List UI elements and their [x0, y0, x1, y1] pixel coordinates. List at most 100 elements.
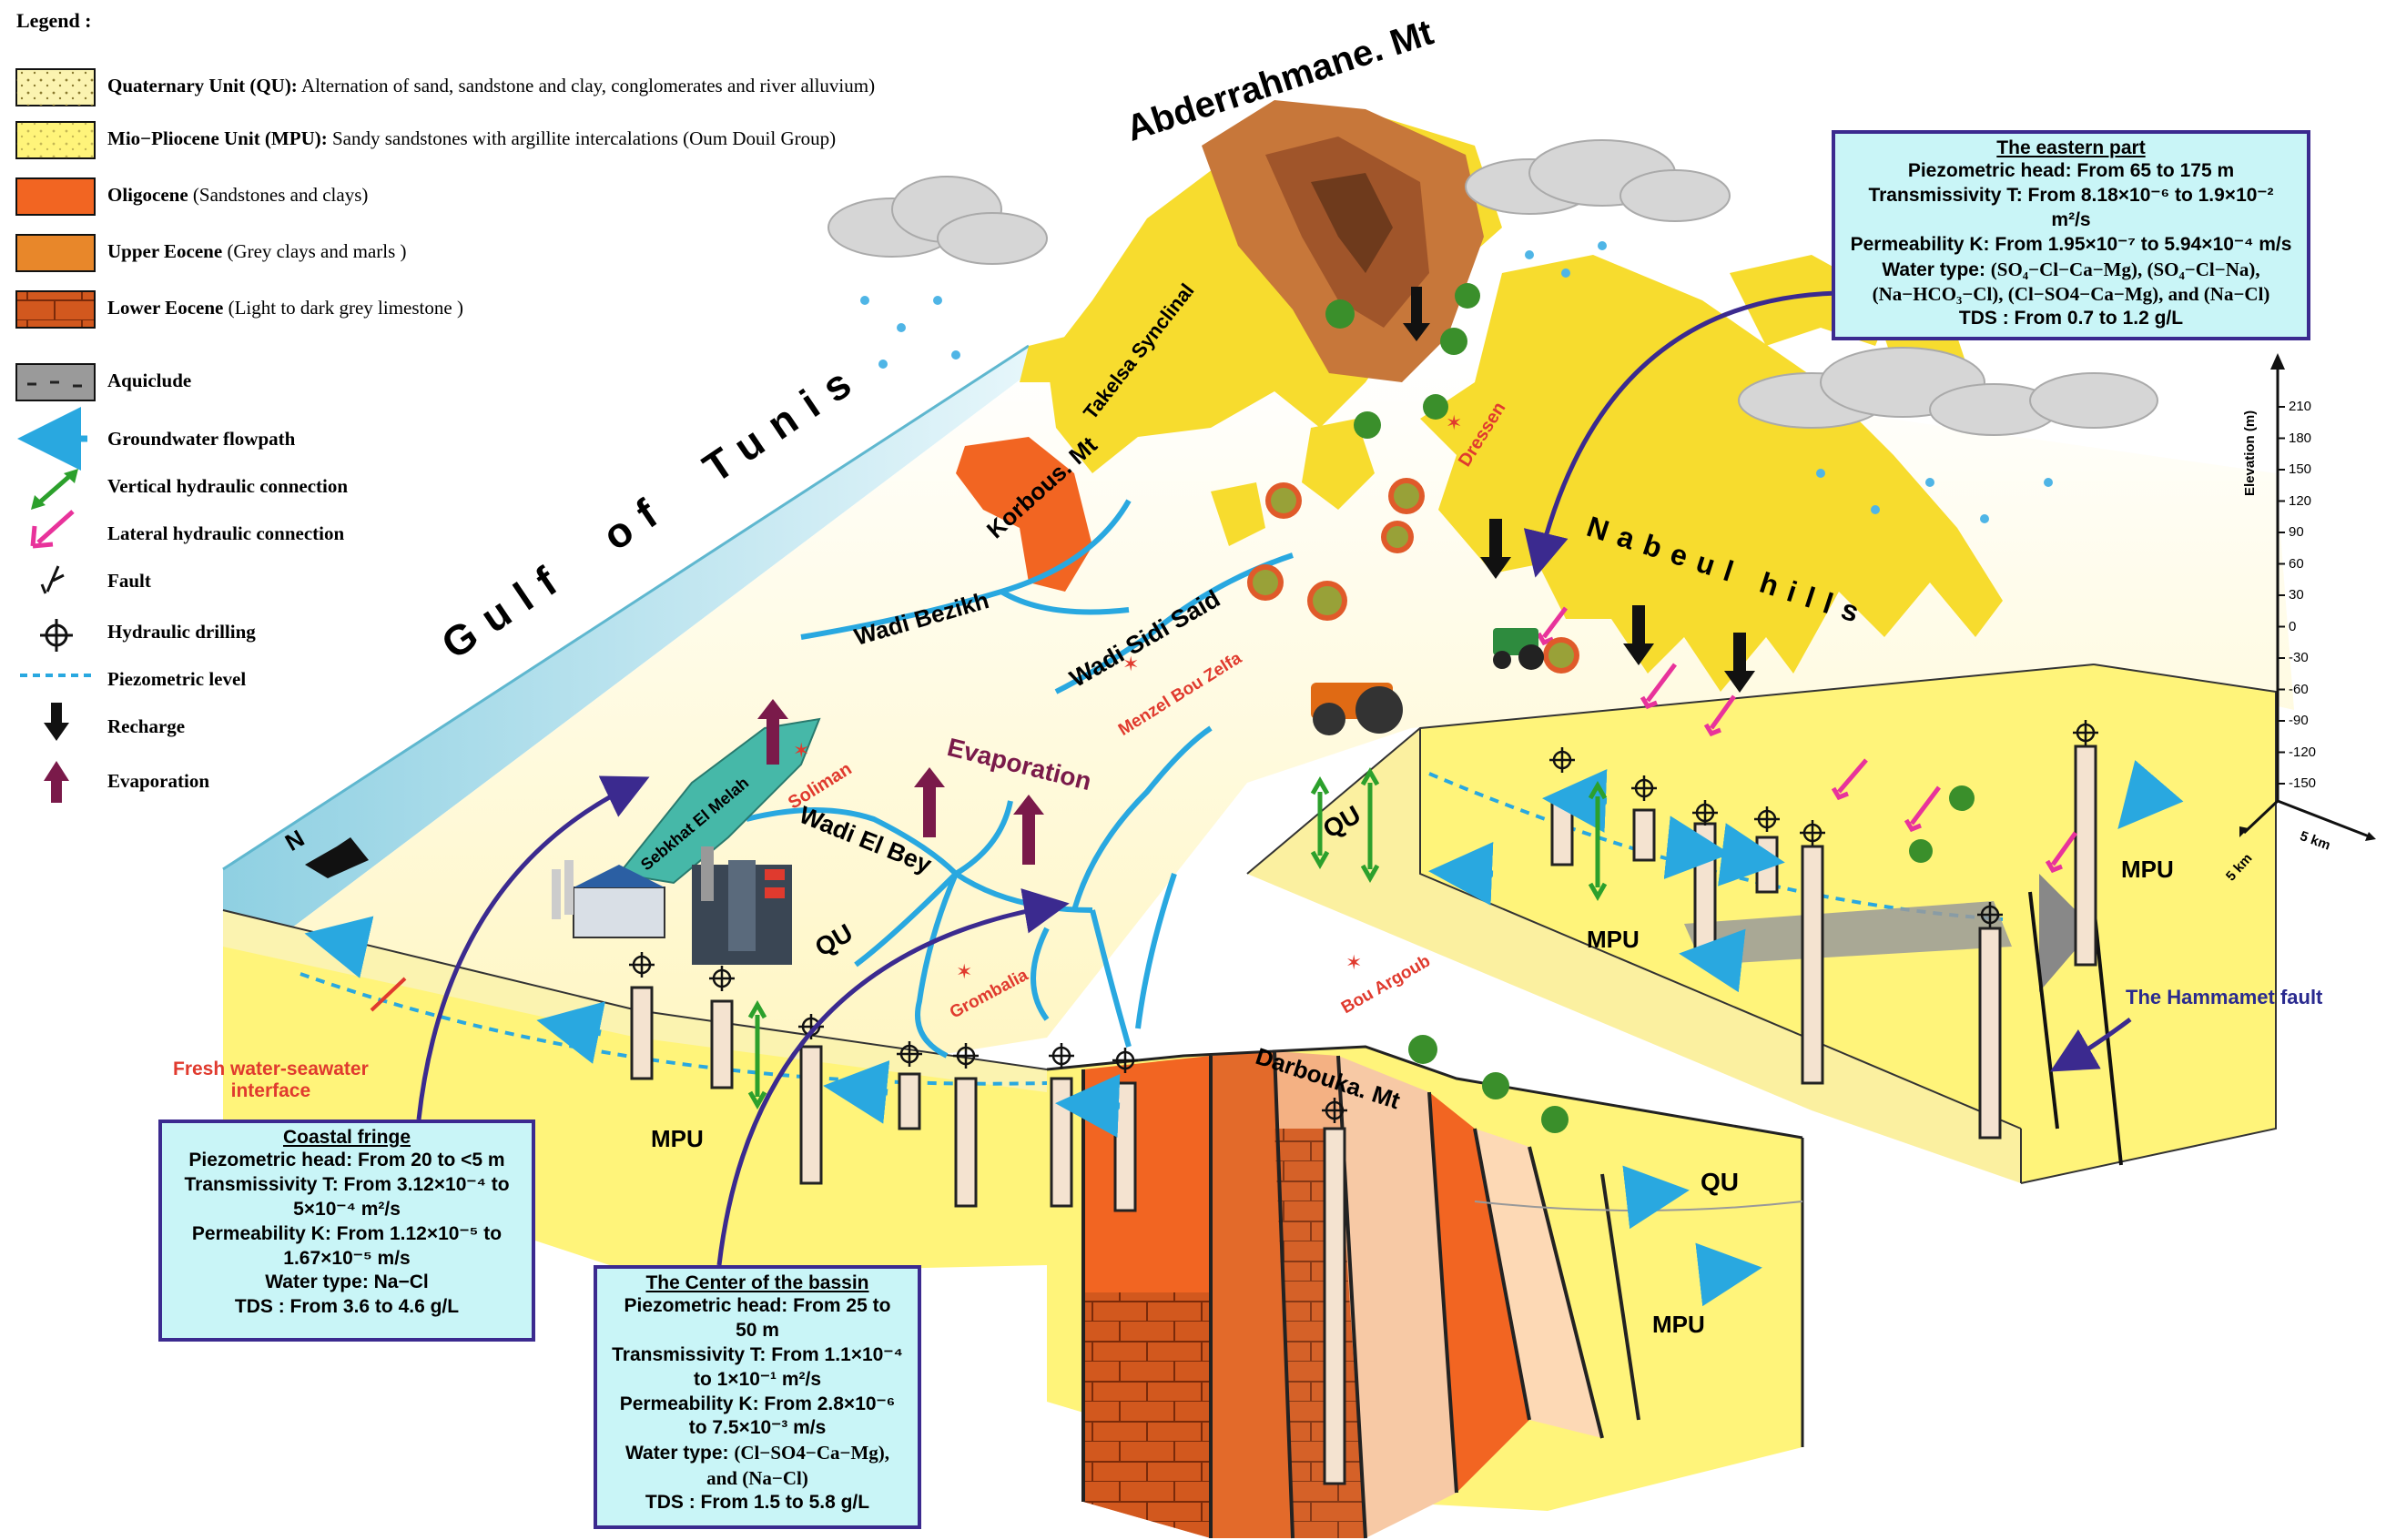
tractor-icon [1311, 683, 1403, 735]
eastern-transmissivity: Transmissivity T: From 8.18×10⁻⁶ to 1.9×… [1868, 184, 2274, 206]
eastern-transmissivity-unit: m²/s [2051, 208, 2091, 230]
elevation-tick-label: 90 [2289, 524, 2304, 540]
eastern-water-type: Water type: (SO₄−Cl−Ca−Mg), (SO₄−Cl−Na), [1841, 258, 2301, 283]
tractor-small-icon [1493, 628, 1544, 670]
coastal-transmissivity-cont: 5×10⁻⁴ m²/s [293, 1198, 401, 1220]
legend-swatches [15, 68, 96, 803]
elevation-tick-label: 120 [2289, 492, 2312, 509]
legend-evaporation-icon [44, 761, 69, 803]
hammamet-fault-label: The Hammamet fault [2126, 986, 2323, 1008]
legend-item-label: Aquiclude [107, 369, 192, 391]
svg-text:✶: ✶ [793, 739, 809, 762]
eastern-box-title: The eastern part [1996, 137, 2146, 158]
north-arrow-icon [305, 837, 369, 878]
legend-symbol-slot [16, 661, 95, 697]
trees [1247, 283, 1975, 1133]
legend-item-label: Lower Eocene (Light to dark grey limesto… [107, 296, 463, 319]
legend-item-label: Vertical hydraulic connection [107, 474, 349, 497]
center-tds: TDS : From 1.5 to 5.8 g/L [645, 1492, 870, 1513]
legend-item: Fault [16, 561, 151, 601]
legend-item: Groundwater flowpath [16, 419, 295, 459]
elevation-tick-label: -30 [2289, 650, 2309, 665]
legend-symbol-slot [16, 420, 95, 457]
legend-lateral-connection-icon [36, 510, 75, 544]
mpu-label-1: MPU [651, 1125, 704, 1152]
legend-symbol-slot [16, 233, 95, 269]
legend-vertical-connection-icon [35, 471, 75, 507]
center-transmissivity-cont: to 1×10⁻¹ m²/s [693, 1368, 822, 1390]
legend-swatch-oligocene [15, 177, 96, 216]
legend-symbol-slot [16, 289, 95, 326]
legend-item: Evaporation [16, 761, 209, 801]
legend-item: Recharge [16, 706, 185, 746]
legend-item-label: Lateral hydraulic connection [107, 522, 345, 544]
legend-item-label: Hydraulic drilling [107, 620, 256, 643]
elevation-tick-label: -60 [2289, 681, 2309, 697]
legend-item: Aquiclude [16, 360, 191, 400]
legend-item-description: Sandy sandstones with argillite intercal… [327, 127, 837, 149]
eastern-permeability: Permeability K: From 1.95×10⁻⁷ to 5.94×1… [1850, 233, 2292, 255]
legend-title: Legend : [16, 9, 92, 32]
legend-item: Oligocene (Sandstones and clays) [16, 175, 368, 215]
legend-item: Mio−Pliocene Unit (MPU): Sandy sandstone… [16, 118, 836, 158]
fresh-seawater-interface-label: Fresh water-seawater interface [173, 1059, 369, 1101]
coastal-permeability: Permeability K: From 1.12×10⁻⁵ to [191, 1222, 503, 1244]
elevation-tick-label: 210 [2289, 399, 2312, 414]
elevation-scale [2239, 353, 2376, 841]
eastern-tds: TDS : From 0.7 to 1.2 g/L [1958, 308, 2184, 329]
clouds [827, 139, 2158, 436]
legend-item: Hydraulic drilling [16, 612, 256, 652]
legend-symbol-slot [16, 613, 95, 650]
legend-drilling-icon [40, 619, 73, 652]
svg-text:✶: ✶ [1345, 951, 1362, 974]
legend-item-label: Evaporation [107, 769, 210, 792]
legend-item-label: Quaternary Unit (QU): Alternation of san… [107, 74, 876, 96]
legend-item-label: Mio−Pliocene Unit (MPU): Sandy sandstone… [107, 127, 837, 149]
rivers [746, 499, 1294, 1059]
elevation-axis-label: Elevation (m) [2242, 410, 2258, 496]
center-piezometric-cont: 50 m [736, 1319, 779, 1341]
vertical-connection-arrows [747, 766, 1608, 1110]
elevation-tick-label: -150 [2289, 775, 2317, 791]
legend-item: Upper Eocene (Grey clays and marls ) [16, 231, 407, 271]
coastal-transmissivity: Transmissivity T: From 3.12×10⁻⁴ to [184, 1173, 510, 1195]
elevation-tick-label: -90 [2289, 713, 2309, 728]
factory-icon [552, 860, 665, 938]
elevation-tick-label: 180 [2289, 430, 2312, 446]
recharge-arrows [1403, 287, 1755, 693]
legend-item-label: Groundwater flowpath [107, 427, 296, 450]
eastern-part-info-box: The eastern part Piezometric head: From … [1832, 130, 2310, 340]
legend-item-description: (Sandstones and clays) [188, 183, 369, 206]
korbous-mountain [956, 437, 1092, 592]
mpu-label-3: MPU [2121, 856, 2174, 883]
center-transmissivity: Transmissivity T: From 1.1×10⁻⁴ [612, 1343, 903, 1365]
town-markers: ✶ ✶ ✶ ✶ ✶ [793, 411, 1462, 983]
legend-symbol-slot [16, 708, 95, 745]
legend-symbol-slot [16, 67, 95, 104]
rain-drops [860, 241, 2053, 523]
center-box-title: The Center of the bassin [645, 1272, 869, 1293]
legend-item: Lower Eocene (Light to dark grey limesto… [16, 288, 463, 328]
info-callout-arrows [370, 290, 2132, 1266]
elevation-tick-label: 150 [2289, 461, 2312, 477]
lateral-connection-arrows [1536, 606, 2078, 874]
eastern-piezometric: Piezometric head: From 65 to 175 m [1907, 160, 2235, 181]
legend-item-label: Upper Eocene (Grey clays and marls ) [107, 239, 407, 262]
evaporation-arrows [757, 699, 1044, 865]
legend-symbol-slot [16, 468, 95, 504]
eastern-water-type-label: Water type: [1882, 258, 1991, 280]
center-water-type-value: (Cl−SO4−Ca−Mg), [734, 1442, 890, 1464]
legend-symbol-slot [16, 562, 95, 599]
legend-recharge-icon [44, 703, 69, 741]
legend-symbol-slot [16, 763, 95, 799]
legend-item-label: Recharge [107, 714, 186, 737]
coastal-piezometric: Piezometric head: From 20 to <5 m [188, 1150, 505, 1170]
elevation-tick-label: 30 [2289, 587, 2304, 603]
legend-fault-icon [40, 565, 65, 594]
legend-item-description: Alternation of sand, sandstone and clay,… [297, 74, 876, 96]
elevation-ticks [2278, 406, 2285, 785]
legend-item: Quaternary Unit (QU): Alternation of san… [16, 66, 875, 106]
mpu-label-4: MPU [1652, 1311, 1705, 1338]
svg-text:✶: ✶ [1122, 653, 1139, 675]
